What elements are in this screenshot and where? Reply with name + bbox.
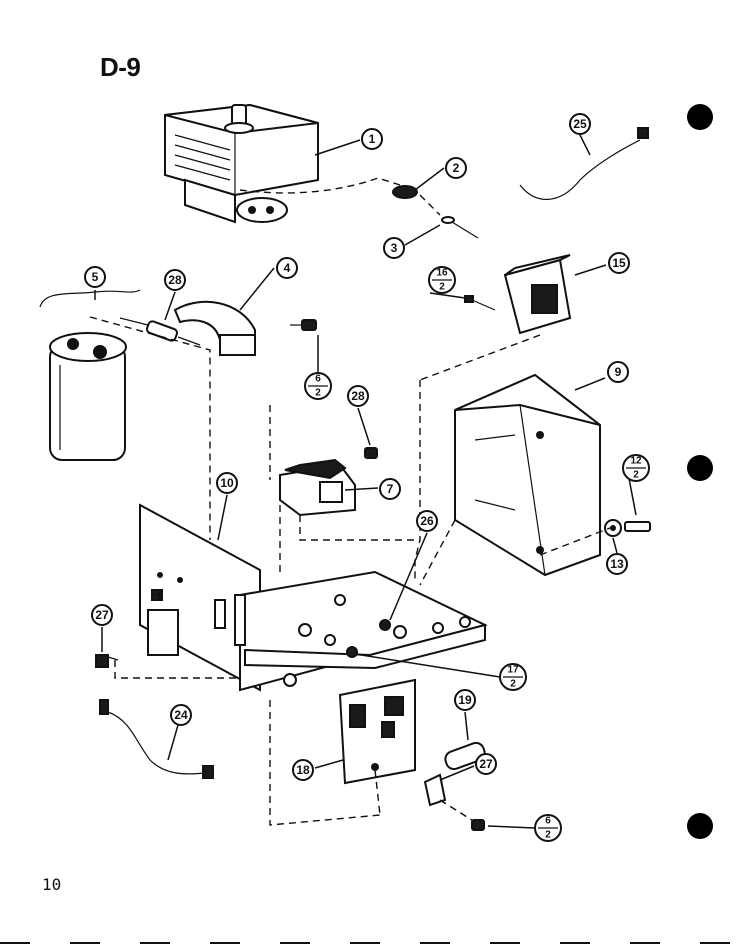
binder-hole-top	[687, 104, 713, 130]
svg-text:5: 5	[92, 270, 99, 284]
fraction-callout-6-2-lower: 6 2	[534, 814, 562, 842]
svg-text:24: 24	[174, 708, 188, 722]
svg-text:7: 7	[387, 482, 394, 496]
svg-text:17: 17	[507, 665, 519, 676]
svg-text:28: 28	[168, 273, 182, 287]
svg-text:28: 28	[351, 389, 365, 403]
assembly-dashed-lines	[89, 177, 611, 826]
callout-28-lower: 28	[347, 385, 369, 407]
callout-15: 15	[608, 252, 630, 274]
binder-hole-middle	[687, 455, 713, 481]
callout-24: 24	[170, 704, 192, 726]
svg-text:3: 3	[391, 241, 398, 255]
svg-text:6: 6	[315, 374, 321, 385]
svg-text:2: 2	[315, 388, 321, 399]
svg-text:19: 19	[458, 693, 472, 707]
callout-26: 26	[416, 510, 438, 532]
callout-5: 5	[84, 266, 106, 288]
callout-13: 13	[606, 553, 628, 575]
svg-text:2: 2	[545, 830, 551, 841]
fraction-callout-16-2: 16 2	[428, 266, 456, 294]
svg-text:25: 25	[573, 117, 587, 131]
page-number: 10	[42, 875, 62, 894]
callout-25: 25	[569, 113, 591, 135]
page-title: D-9	[100, 52, 141, 82]
svg-text:6: 6	[545, 816, 551, 827]
svg-text:2: 2	[633, 470, 639, 481]
fuse-holder-part	[423, 773, 447, 807]
svg-text:15: 15	[612, 256, 626, 270]
callout-2: 2	[445, 157, 467, 179]
filament-transformer-part	[464, 254, 572, 335]
callout-1: 1	[361, 128, 383, 150]
svg-text:26: 26	[420, 514, 434, 528]
svg-text:18: 18	[296, 763, 310, 777]
callout-27-left: 27	[91, 604, 113, 626]
relay-part	[279, 458, 356, 517]
svg-text:2: 2	[439, 282, 445, 293]
svg-text:27: 27	[479, 757, 493, 771]
thermal-cutout-part	[392, 185, 479, 239]
board-screw	[471, 819, 485, 831]
svg-text:2: 2	[510, 679, 516, 690]
fuse-part	[444, 741, 486, 771]
interlock-clip-part	[95, 654, 119, 668]
control-board-part	[338, 678, 416, 785]
wire-harness-24	[99, 699, 214, 779]
binder-hole-bottom	[687, 813, 713, 839]
bracket-screw	[290, 319, 317, 331]
svg-text:10: 10	[220, 476, 234, 490]
svg-text:12: 12	[630, 456, 642, 467]
svg-text:4: 4	[284, 261, 291, 275]
fraction-callout-17-2: 17 2	[499, 663, 527, 691]
svg-text:27: 27	[95, 608, 109, 622]
magnetron-part	[164, 103, 319, 224]
callout-4: 4	[276, 257, 298, 279]
svg-text:16: 16	[436, 268, 448, 279]
callout-19: 19	[454, 689, 476, 711]
callout-28-upper: 28	[164, 269, 186, 291]
svg-text:13: 13	[610, 557, 624, 571]
fraction-callout-6-2-upper: 6 2	[304, 372, 332, 400]
capacitor-bracket-part	[173, 300, 256, 357]
callout-3: 3	[383, 237, 405, 259]
high-voltage-capacitor-part	[39, 289, 141, 461]
diode-part	[119, 317, 201, 346]
callout-10: 10	[216, 472, 238, 494]
callout-7: 7	[379, 478, 401, 500]
svg-text:9: 9	[615, 365, 622, 379]
base-plate-part	[139, 503, 488, 692]
power-transformer-part	[454, 373, 601, 577]
svg-text:2: 2	[453, 161, 460, 175]
fraction-callout-12-2: 12 2	[622, 454, 650, 482]
callout-leader-lines	[94, 134, 637, 829]
callout-27-right: 27	[475, 753, 497, 775]
transformer-mounting-screw	[604, 519, 651, 537]
callout-18: 18	[292, 759, 314, 781]
svg-text:1: 1	[369, 132, 376, 146]
wire-harness-25	[519, 127, 649, 200]
relay-screw	[364, 447, 378, 459]
callout-9: 9	[607, 361, 629, 383]
